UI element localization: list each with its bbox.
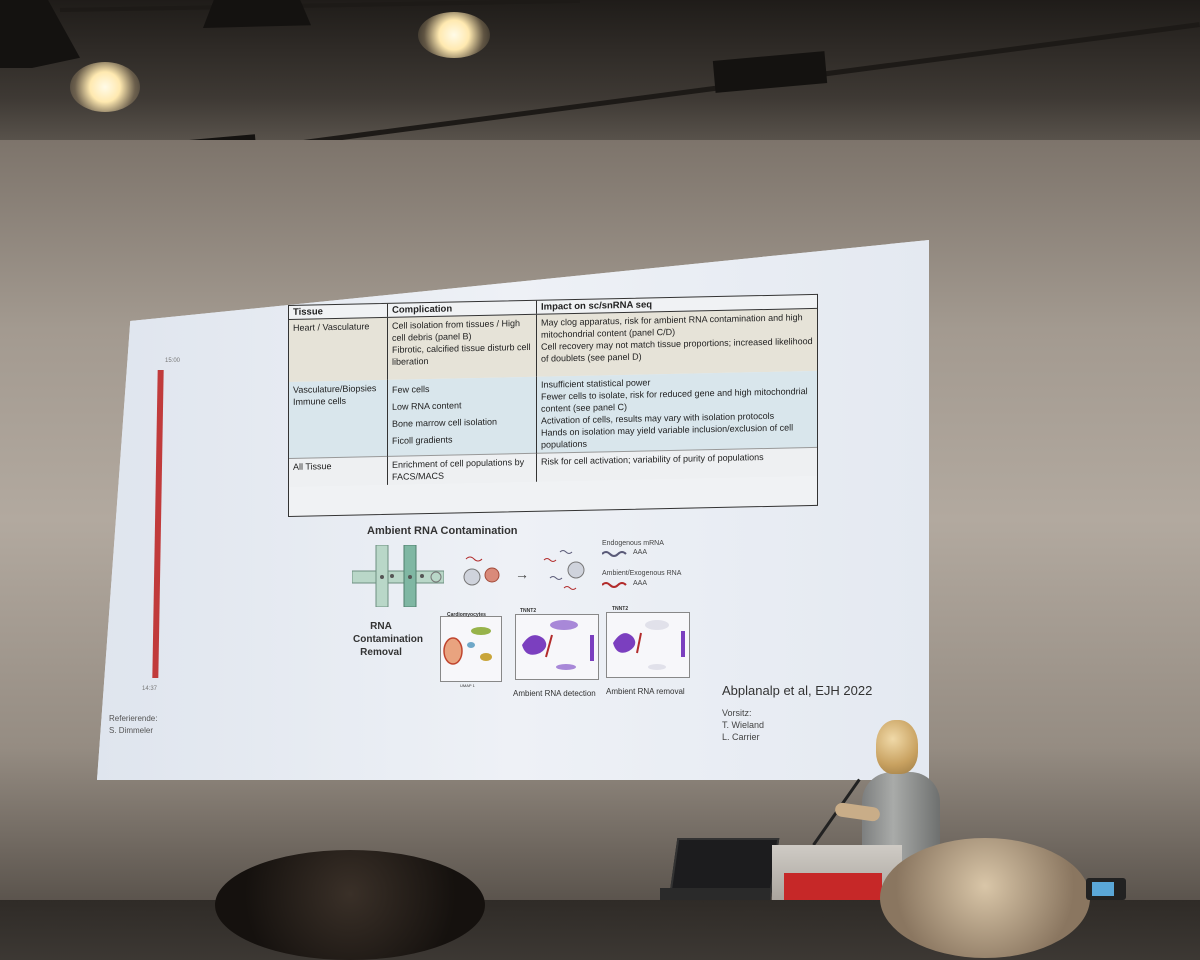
cell-tissue: Vasculature/Biopsies Immune cells — [289, 379, 388, 459]
cell-droplet-icon — [463, 556, 500, 586]
umap-panel-detection — [515, 614, 599, 680]
umap-panel-cardiomyocytes — [440, 616, 502, 682]
podium-panel — [784, 873, 882, 900]
cell-tissue: All Tissue — [289, 456, 388, 487]
ambient-rna-cell-icon — [543, 550, 585, 590]
reporter-block: Referierende: S. Dimmeler — [109, 713, 157, 737]
chairs-block: Vorsitz: T. Wieland L. Carrier — [722, 707, 764, 743]
umap-title: TNNT2 — [520, 608, 537, 614]
reporter-name: S. Dimmeler — [109, 726, 154, 735]
umap-axis-label: UMAP 1 — [460, 683, 475, 688]
umap-plot-icon — [613, 620, 685, 670]
timer-end-label: 14:37 — [142, 686, 158, 692]
umap-plot-icon — [443, 627, 492, 665]
table-row: Heart / Vasculature Cell isolation from … — [289, 308, 817, 382]
cell-complication: Cell isolation from tissues / High cell … — [387, 314, 537, 380]
cell-tissue: Heart / Vasculature — [289, 317, 388, 382]
chairs-label: Vorsitz: — [722, 708, 752, 718]
light-fixture — [203, 0, 311, 28]
monitor-base — [660, 888, 770, 900]
speaker-head — [876, 720, 918, 774]
caption-removal: Ambient RNA removal — [606, 687, 685, 696]
rna-removal-label: RNA Contamination Removal — [353, 621, 423, 658]
poly-a-label: AAA — [633, 580, 648, 587]
table: Tissue Complication Impact on sc/snRNA s… — [289, 294, 817, 487]
phone-screen — [1092, 882, 1114, 896]
ceiling — [0, 0, 1200, 140]
ceiling-lamp — [418, 12, 490, 58]
umap-title: Cardiomyocytes — [447, 612, 486, 618]
umap-plot-icon — [522, 620, 594, 670]
microfluidic-device-icon — [352, 545, 444, 607]
cell-impact: Risk for cell activation; variability of… — [536, 447, 817, 482]
umap-title: TNNT2 — [612, 606, 629, 612]
table-row: Vasculature/Biopsies Immune cells Few ce… — [289, 370, 817, 459]
legend-ambient: Ambient/Exogenous RNA — [602, 570, 682, 577]
audience-head — [215, 850, 485, 960]
poly-a-label: AAA — [633, 549, 648, 556]
chair-name: T. Wieland — [722, 720, 765, 730]
citation: Abplanalp et al, EJH 2022 — [722, 683, 873, 698]
cell-impact: May clog apparatus, risk for ambient RNA… — [536, 308, 817, 377]
chair-name: L. Carrier — [722, 732, 760, 742]
figure-title: Ambient RNA Contamination — [367, 525, 518, 537]
complications-table: Tissue Complication Impact on sc/snRNA s… — [288, 293, 818, 517]
cell-impact: Insufficient statistical power Fewer cel… — [536, 370, 817, 454]
ceiling-lamp — [70, 62, 140, 112]
cell-complication: Few cells Low RNA content Bone marrow ce… — [387, 376, 537, 457]
cell-complication: Enrichment of cell populations by FACS/M… — [387, 453, 537, 485]
umap-panel-removal — [606, 612, 690, 678]
timer-start-label: 15:00 — [165, 358, 181, 364]
ambient-rna-icon — [602, 582, 627, 588]
endogenous-rna-icon — [602, 551, 627, 557]
caption-detection: Ambient RNA detection — [513, 689, 596, 698]
legend-endogenous: Endogenous mRNA — [602, 540, 664, 547]
audience-head — [880, 838, 1090, 958]
arrow-right-icon: → — [515, 566, 529, 582]
reporter-label: Referierende: — [109, 714, 158, 723]
